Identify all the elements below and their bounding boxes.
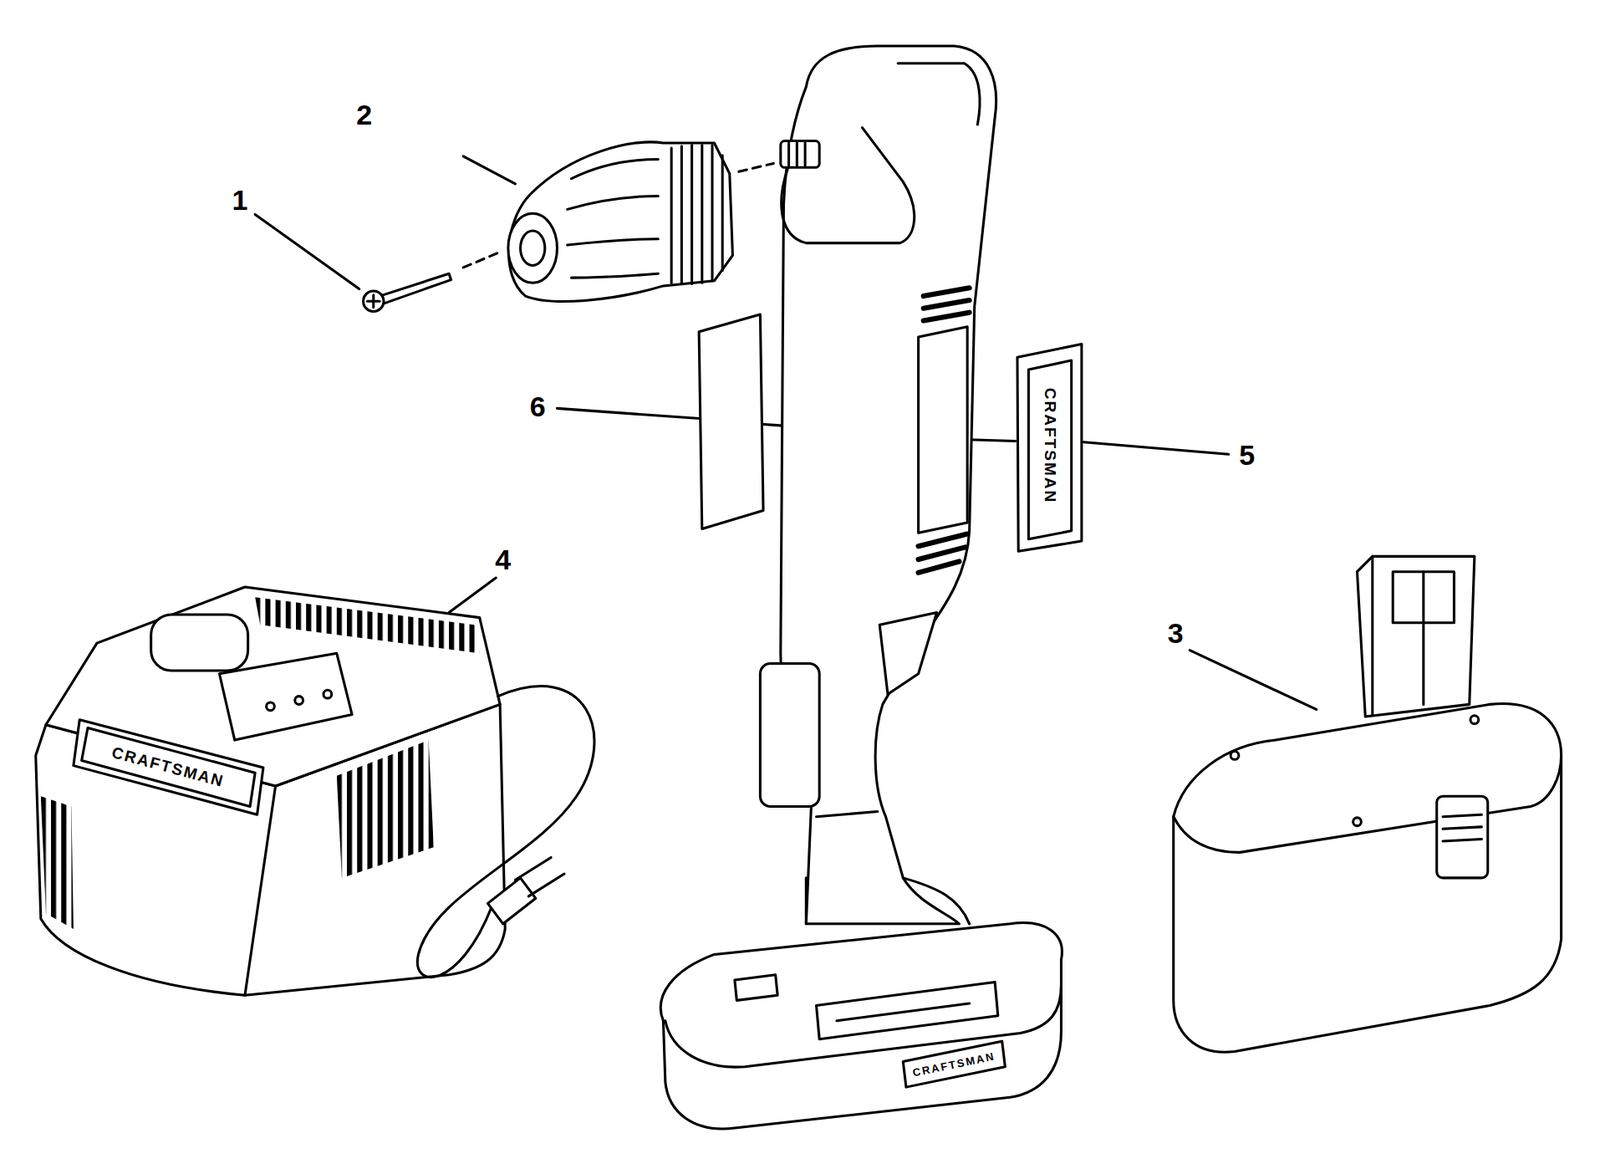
callout-number: 4 — [492, 544, 514, 575]
leader-line — [556, 407, 700, 418]
callout-number: 6 — [527, 391, 549, 422]
sticker — [1017, 343, 1082, 551]
chuck — [508, 142, 774, 302]
sticker — [698, 314, 764, 529]
callout-number: 5 — [1236, 439, 1258, 470]
drill-body — [660, 45, 1062, 1129]
brand-label: CRAFTSMAN — [1042, 387, 1059, 504]
brand-label: CRAFTSMAN — [110, 743, 227, 790]
leader-line — [448, 577, 496, 613]
battery — [1173, 555, 1562, 1052]
callout-number: 1 — [229, 184, 250, 215]
leader-line — [463, 156, 515, 184]
charger — [35, 586, 595, 995]
callout-number: 3 — [1165, 617, 1187, 648]
leader-line — [254, 214, 360, 289]
brand-label: CRAFTSMAN — [912, 1050, 997, 1079]
leader-line — [1189, 650, 1316, 710]
screw — [363, 250, 503, 311]
callout-number: 2 — [353, 99, 375, 130]
leader-line — [1083, 442, 1229, 455]
